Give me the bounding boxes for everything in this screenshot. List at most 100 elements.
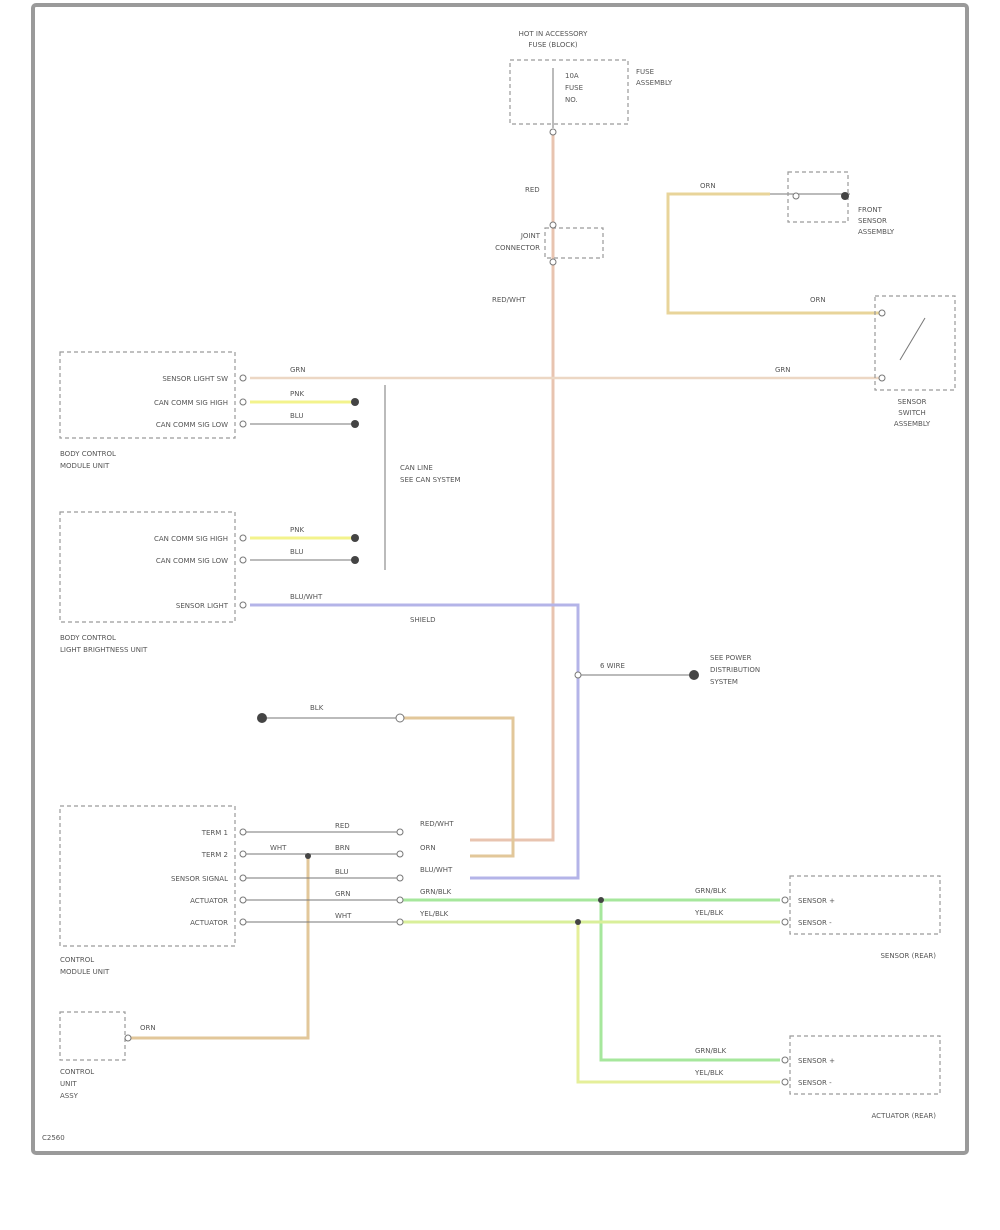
sensor-2-pin-1 <box>781 1056 789 1064</box>
sensor-1-row-2: SENSOR - <box>798 919 832 927</box>
sensor-2-pin-2 <box>781 1078 789 1086</box>
unit-b-pin-1 <box>239 534 247 542</box>
harness-note-2: SEE CAN SYSTEM <box>400 476 461 484</box>
front-sensor-label-2: SENSOR <box>858 217 887 225</box>
switch-label-3: ASSEMBLY <box>894 420 931 428</box>
wire-blue-loop <box>250 603 580 880</box>
fuse-inner-2: FUSE <box>565 84 583 92</box>
unit-a-caption-2: MODULE UNIT <box>60 462 110 470</box>
splice-right-label-3: SYSTEM <box>710 678 738 686</box>
wire-label-m5: WHT <box>335 912 352 920</box>
sensor-2-caption: ACTUATOR (REAR) <box>872 1112 937 1120</box>
small-unit-label-3: ASSY <box>60 1092 79 1100</box>
wire-label-shield: SHIELD <box>410 616 435 624</box>
wire-label-orn-2: ORN <box>810 296 826 304</box>
wire-label-m2b: WHT <box>270 844 287 852</box>
wire-label-m2: BRN <box>335 844 350 852</box>
unit-b-row-3: SENSOR LIGHT <box>176 602 229 610</box>
wire-label-orn-1: ORN <box>700 182 716 190</box>
module-splice-2 <box>396 850 404 858</box>
module-row-1: TERM 1 <box>201 829 228 837</box>
unit-a-pin-1 <box>239 374 247 382</box>
wire-label-small: ORN <box>140 1024 156 1032</box>
module-row-2: TERM 2 <box>201 851 228 859</box>
unit-a-row-1: SENSOR LIGHT SW <box>162 375 228 383</box>
wire-label-r3: BLU/WHT <box>420 866 453 874</box>
unit-b-pin-3 <box>239 601 247 609</box>
diagram-code: C2560 <box>42 1134 65 1142</box>
joint-pin-top <box>549 221 557 229</box>
wire-label-blu-b: BLU <box>290 548 303 556</box>
sensor-1-pin-2 <box>781 918 789 926</box>
fuse-side-2: ASSEMBLY <box>636 79 673 87</box>
front-sensor-pin <box>792 192 800 200</box>
unit-b-caption-1: BODY CONTROL <box>60 634 116 642</box>
diagram-frame <box>31 3 969 1155</box>
joint-label-1: JOINT <box>520 232 541 240</box>
joint-connector-box <box>544 227 604 259</box>
module-row-5: ACTUATOR <box>190 919 228 927</box>
yellow-node <box>575 919 581 925</box>
module-pin-5 <box>239 918 247 926</box>
module-splice-5 <box>396 918 404 926</box>
unit-a-caption-1: BODY CONTROL <box>60 450 116 458</box>
unit-b-row-2: CAN COMM SIG LOW <box>156 557 228 565</box>
module-splice-4 <box>396 896 404 904</box>
unit-a-pin-3 <box>239 420 247 428</box>
unit-b-splice-1 <box>351 534 359 542</box>
small-unit-label-1: CONTROL <box>60 1068 94 1076</box>
wire-label-grn-switch: GRN <box>775 366 791 374</box>
fuse-pin <box>549 128 557 136</box>
wire-pink-trunk <box>470 130 555 842</box>
unit-a-box <box>59 351 236 439</box>
switch-pin-bottom <box>878 374 886 382</box>
unit-b-splice-2 <box>351 556 359 564</box>
module-caption-2: MODULE UNIT <box>60 968 110 976</box>
switch-label-2: SWITCH <box>898 409 925 417</box>
fuse-box <box>509 59 629 125</box>
fuse-inner-3: NO. <box>565 96 578 104</box>
wire-label-blu-a: BLU <box>290 412 303 420</box>
sensor-2-box <box>789 1035 941 1095</box>
wire-orange-loop <box>666 192 880 315</box>
unit-b-pin-2 <box>239 556 247 564</box>
wire-label-r1: RED/WHT <box>420 820 454 828</box>
sensor-1-caption: SENSOR (REAR) <box>880 952 936 960</box>
sensor-2-row-1: SENSOR + <box>798 1057 835 1065</box>
sensor-1-box <box>789 875 941 935</box>
unit-a-pin-2 <box>239 398 247 406</box>
fuse-title-2: FUSE (BLOCK) <box>528 41 577 49</box>
green-node <box>598 897 604 903</box>
splice-right-ground <box>689 670 699 680</box>
module-caption-1: CONTROL <box>60 956 94 964</box>
wire-label-m3: BLU <box>335 868 348 876</box>
wire-label-m1: RED <box>335 822 350 830</box>
switch-label-1: SENSOR <box>898 398 927 406</box>
unit-b-box <box>59 511 236 623</box>
sensor-2-row-2: SENSOR - <box>798 1079 832 1087</box>
module-pin-4 <box>239 896 247 904</box>
wire-label-blk: BLK <box>310 704 324 712</box>
mid-ground <box>257 713 267 723</box>
wire-label-r2: ORN <box>420 844 436 852</box>
joint-label-2: CONNECTOR <box>495 244 540 252</box>
harness-note-1: CAN LINE <box>400 464 433 472</box>
wire-label-pnk-b: PNK <box>290 526 304 534</box>
switch-contact <box>899 317 926 361</box>
fuse-title-1: HOT IN ACCESSORY <box>519 30 588 38</box>
switch-assembly-box <box>874 295 956 391</box>
wire-label-s2b: YEL/BLK <box>694 1069 724 1077</box>
wire-label-s1b: YEL/BLK <box>694 909 724 917</box>
joint-pin-bottom <box>549 258 557 266</box>
wire-label-red: RED <box>525 186 540 194</box>
unit-b-row-1: CAN COMM SIG HIGH <box>154 535 228 543</box>
module-row-3: SENSOR SIGNAL <box>171 875 228 883</box>
wire-label-s2a: GRN/BLK <box>695 1047 727 1055</box>
sensor-1-pin-1 <box>781 896 789 904</box>
wire-label-r5: YEL/BLK <box>419 910 449 918</box>
unit-a-splice-1 <box>351 398 359 406</box>
splice-right-label-2: DISTRIBUTION <box>710 666 760 674</box>
module-box <box>59 805 236 947</box>
front-sensor-ground <box>841 192 849 200</box>
